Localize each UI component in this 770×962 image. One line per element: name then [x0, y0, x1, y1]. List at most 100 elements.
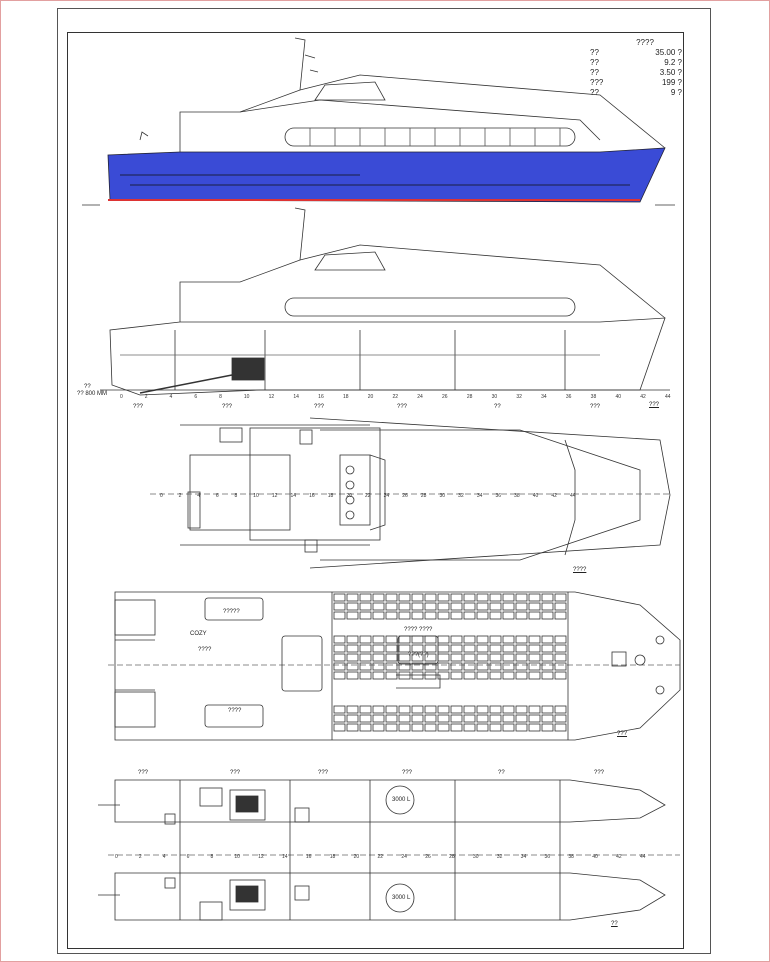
frame-number: 24	[417, 394, 423, 400]
seat-block-middle	[333, 635, 567, 680]
frame-number: 34	[521, 854, 527, 860]
seat	[502, 653, 515, 662]
wheelhouse	[314, 81, 386, 101]
seat	[372, 671, 385, 680]
seat	[515, 705, 528, 714]
frame-number: 18	[328, 493, 334, 499]
seat	[528, 653, 541, 662]
seat	[515, 635, 528, 644]
seat	[359, 723, 372, 732]
seat	[463, 653, 476, 662]
seat	[424, 644, 437, 653]
seat	[541, 671, 554, 680]
seat	[411, 635, 424, 644]
seat	[333, 653, 346, 662]
seat	[437, 723, 450, 732]
outboard-profile	[82, 37, 675, 206]
seat	[463, 714, 476, 723]
seat	[437, 662, 450, 671]
frame-number: 40	[592, 854, 598, 860]
profile-label: ???	[590, 404, 601, 410]
spec-row: ??9.2 ?	[590, 58, 682, 67]
seat	[424, 714, 437, 723]
frame-number: 18	[330, 854, 336, 860]
seat	[424, 593, 437, 602]
seat	[437, 705, 450, 714]
cabin-block	[189, 454, 291, 531]
seat	[359, 653, 372, 662]
frame-number: 30	[492, 394, 498, 400]
seat	[515, 662, 528, 671]
seat	[372, 611, 385, 620]
seat	[450, 705, 463, 714]
frame-number: 12	[258, 854, 264, 860]
seat	[489, 653, 502, 662]
seat	[541, 644, 554, 653]
seat	[346, 644, 359, 653]
upper-hull-outline	[309, 417, 671, 569]
seat	[528, 593, 541, 602]
frame-number: 4	[170, 394, 173, 400]
seat	[359, 611, 372, 620]
frame-number: 28	[467, 394, 473, 400]
spec-row: ??3.50 ?	[590, 68, 682, 77]
frame-number: 32	[497, 854, 503, 860]
cozy-label: COZY	[190, 631, 207, 637]
seat	[372, 662, 385, 671]
seat	[385, 662, 398, 671]
seat	[528, 723, 541, 732]
seat	[385, 602, 398, 611]
seat	[554, 593, 567, 602]
frame-number: 14	[293, 394, 299, 400]
seat	[476, 653, 489, 662]
seat	[385, 644, 398, 653]
seat	[502, 593, 515, 602]
seat	[398, 671, 411, 680]
seat	[502, 602, 515, 611]
seat	[359, 635, 372, 644]
frame-number: 28	[449, 854, 455, 860]
seat-block-bottom	[333, 705, 567, 732]
tank-label-bottom: 3000 L	[392, 895, 411, 901]
seat	[489, 611, 502, 620]
seat	[541, 653, 554, 662]
lower-col-label: ???	[230, 770, 241, 776]
seat	[463, 635, 476, 644]
frame-number: 26	[442, 394, 448, 400]
seat	[476, 644, 489, 653]
seat	[333, 602, 346, 611]
seat	[398, 635, 411, 644]
seat	[554, 671, 567, 680]
hull-blue	[107, 147, 666, 203]
lower-col-label: ???	[318, 770, 329, 776]
frame-number: 26	[425, 854, 431, 860]
frame-number: 32	[458, 493, 464, 499]
frame-number: 20	[368, 394, 374, 400]
main-deck-plan	[108, 591, 681, 741]
frame-number: 2	[145, 394, 148, 400]
seat	[333, 635, 346, 644]
seat	[346, 714, 359, 723]
profile-label: ???	[133, 404, 144, 410]
seat	[411, 644, 424, 653]
frame-number: 44	[570, 493, 576, 499]
room-c: ???(??)	[408, 652, 429, 658]
frame-number: 16	[318, 394, 324, 400]
seat	[515, 593, 528, 602]
aux-label: ????	[198, 647, 212, 653]
seat	[333, 611, 346, 620]
profile-label: ???	[314, 404, 325, 410]
frame-number: 42	[616, 854, 622, 860]
seat	[515, 611, 528, 620]
seat	[411, 723, 424, 732]
frame-number: 44	[665, 394, 671, 400]
seat	[398, 611, 411, 620]
seat	[502, 723, 515, 732]
seat	[476, 635, 489, 644]
frame-number: 26	[402, 493, 408, 499]
seat	[385, 653, 398, 662]
seat	[424, 653, 437, 662]
seat	[359, 593, 372, 602]
